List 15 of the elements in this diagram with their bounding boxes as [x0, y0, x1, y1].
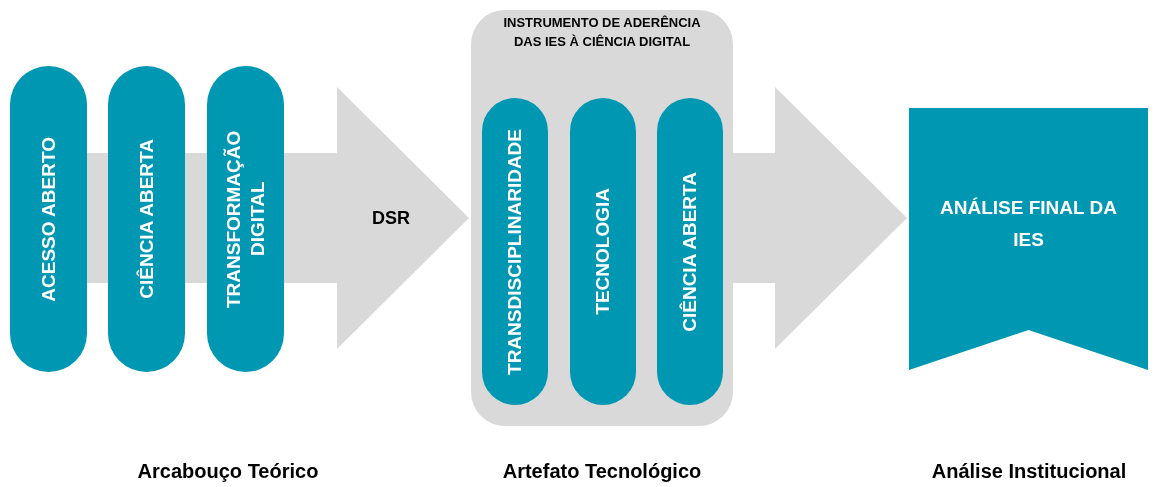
block-arrow — [733, 87, 907, 349]
pill-label: ACESSO ABERTO — [36, 136, 60, 302]
block-arrow — [284, 87, 469, 349]
stage-caption: Arcabouço Teórico — [137, 459, 319, 484]
pill-label: TRANSFORMAÇÃO DIGITAL — [221, 129, 269, 310]
pill-label: TECNOLOGIA — [591, 188, 614, 315]
pill-label: CIÊNCIA ABERTA — [134, 139, 158, 299]
group-panel — [471, 10, 733, 426]
ribbon-banner — [909, 108, 1148, 370]
panel-title: INSTRUMENTO DE ADERÊNCIA DAS IES À CIÊNCIA DIGITAL — [502, 14, 702, 51]
stage-caption: Análise Institucional — [931, 459, 1127, 484]
pill-label: CIÊNCIA ABERTA — [678, 171, 701, 332]
pill-label: TRANSDISCIPLINARIDADE — [503, 128, 526, 375]
banner-label: ANÁLISE FINAL DA IES — [939, 196, 1118, 252]
stage-caption: Artefato Tecnológico — [502, 459, 702, 484]
